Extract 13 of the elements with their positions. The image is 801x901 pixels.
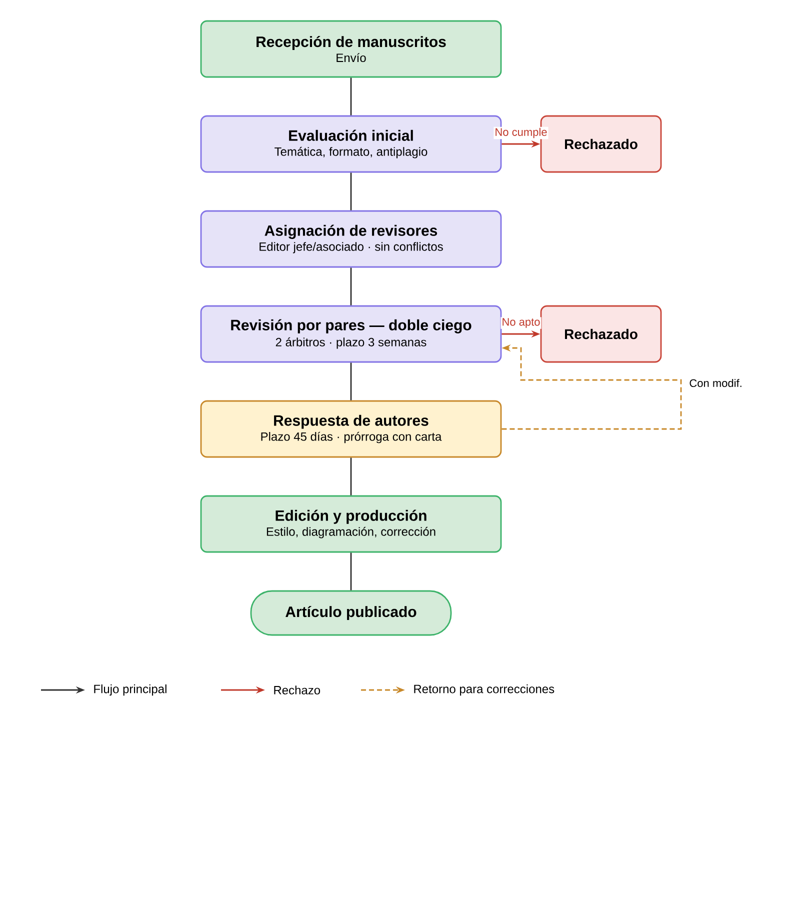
process-box: Asignación de revisores Editor jefe/asociado · sin conflictos xyxy=(200,210,502,268)
terminal-box: Artículo publicado xyxy=(250,590,452,636)
edge-label: Con modif. xyxy=(688,378,744,388)
edge-label: No apto xyxy=(500,317,542,329)
process-box: Respuesta de autores Plazo 45 días · prórroga con carta xyxy=(200,400,502,458)
legend-label: Rechazo xyxy=(274,686,320,694)
process-box: Revisión por pares — doble ciego 2 árbitros · plazo 3 semanas xyxy=(200,305,502,363)
rejection-box: Rechazado xyxy=(540,305,662,363)
legend-label: Retorno para correcciones xyxy=(414,684,554,696)
process-box: Edición y producción Estilo, diagramación, corrección xyxy=(200,495,502,553)
edge-label: No cumple xyxy=(494,126,548,140)
legend-label: Flujo principal xyxy=(94,684,166,696)
process-box: Recepción de manuscritos Envío xyxy=(200,20,502,78)
